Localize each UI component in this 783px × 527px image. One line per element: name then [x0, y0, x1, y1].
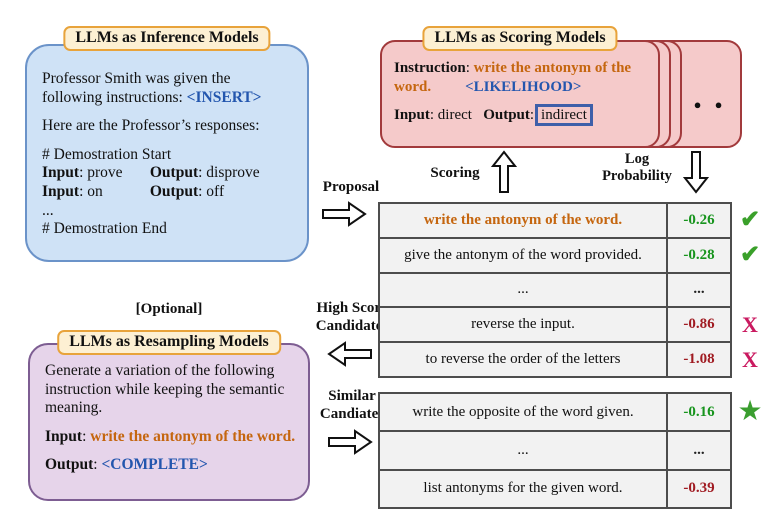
log-probability-cell: -0.28 — [666, 238, 730, 272]
table-row: ...... — [380, 273, 730, 307]
cross-icon: X — [742, 311, 758, 337]
inference-models-box: LLMs as Inference Models Professor Smith… — [25, 26, 309, 262]
resampling-models-box: LLMs as Resampling Models Generate a var… — [28, 330, 310, 501]
up-arrow-icon — [491, 150, 517, 193]
demo-start: # Demostration Start — [42, 145, 172, 163]
demo-ellipsis: ... — [42, 201, 54, 219]
resampling-input-line: Input: write the antonym of the word. — [45, 427, 296, 445]
left-arrow-icon — [327, 341, 372, 367]
inference-prompt-line1: Professor Smith was given the following … — [42, 70, 262, 106]
demo-io-row: Input: on Output: off — [42, 182, 225, 200]
resample-table: write the opposite of the word given. -0.… — [378, 392, 763, 509]
scoring-models-title: LLMs as Scoring Models — [422, 26, 618, 51]
scoring-models-card: LLMs as Scoring Models Instruction: writ… — [380, 26, 660, 148]
scoring-io-line: Input: direct Output:indirect — [394, 103, 648, 126]
scoring-instruction-line: Instruction: write the antonym of the wo… — [394, 60, 632, 95]
down-arrow-icon — [683, 151, 709, 194]
log-probability-cell: -0.86 — [666, 308, 730, 342]
right-arrow-icon — [322, 201, 367, 227]
check-icon: ✔ — [739, 207, 761, 234]
ellipsis-dots: ● ● ● — [672, 97, 728, 113]
log-probability-cell: ... — [666, 432, 730, 469]
cross-icon: X — [742, 346, 758, 372]
demo-io-row: Input: prove Output: disprove — [42, 164, 260, 182]
log-probability-cell: ... — [666, 273, 730, 307]
log-probability-cell: -0.26 — [666, 204, 730, 237]
complete-token: <COMPLETE> — [101, 456, 208, 474]
check-icon: ✔ — [739, 242, 761, 269]
similar-candidates-label: Similar Candiates — [319, 388, 385, 422]
resampling-output-line: Output: <COMPLETE> — [45, 456, 208, 474]
high-score-candidates-label: High Score Candidates — [315, 300, 389, 334]
highlighted-output-value: indirect — [535, 103, 593, 126]
instruction-cell: give the antonym of the word provided. — [404, 246, 642, 263]
resampling-models-title: LLMs as Resampling Models — [57, 330, 281, 355]
table-row: write the antonym of the word. -0.26 ✔ — [380, 204, 760, 237]
log-probability-cell: -0.16 — [666, 394, 730, 431]
instruction-cell: ... — [517, 441, 529, 458]
inference-models-title: LLMs as Inference Models — [63, 26, 271, 51]
instruction-cell: reverse the input. — [471, 316, 575, 333]
table-row: list antonyms for the given word. -0.39 — [380, 470, 730, 507]
table-row: to reverse the order of the letters -1.08… — [380, 343, 758, 376]
log-probability-cell: -1.08 — [666, 343, 730, 376]
table-row: reverse the input. -0.86 X — [380, 308, 758, 342]
table-row: ...... — [380, 432, 730, 469]
insert-token: <INSERT> — [186, 88, 262, 106]
instruction-cell: list antonyms for the given word. — [423, 480, 623, 497]
scoring-label: Scoring — [430, 165, 480, 181]
instruction-cell: ... — [517, 281, 529, 298]
scoring-models-stack: ● ● ● LLMs as Scoring Models Instruction… — [380, 26, 742, 148]
resampling-body: Generate a variation of the following in… — [45, 362, 285, 417]
proposal-label: Proposal — [322, 179, 380, 195]
instruction-cell: to reverse the order of the letters — [425, 351, 621, 368]
optional-tag: [Optional] — [135, 301, 203, 317]
demo-end: # Demostration End — [42, 220, 167, 238]
right-arrow-icon — [328, 429, 373, 455]
likelihood-token: <LIKELIHOOD> — [465, 78, 582, 95]
inference-prompt-line2: Here are the Professor’s responses: — [42, 117, 260, 135]
score-table: write the antonym of the word.-0.26✔give… — [378, 202, 760, 378]
log-probability-cell: -0.39 — [666, 470, 730, 507]
table-row: give the antonym of the word provided. -0… — [380, 238, 760, 272]
table-row: write the opposite of the word given. -0.… — [380, 394, 763, 431]
star-icon: ★ — [737, 396, 763, 428]
instruction-cell: write the antonym of the word. — [423, 211, 623, 228]
log-probability-label: Log Probability — [602, 151, 672, 185]
instruction-cell: write the opposite of the word given. — [412, 403, 634, 420]
